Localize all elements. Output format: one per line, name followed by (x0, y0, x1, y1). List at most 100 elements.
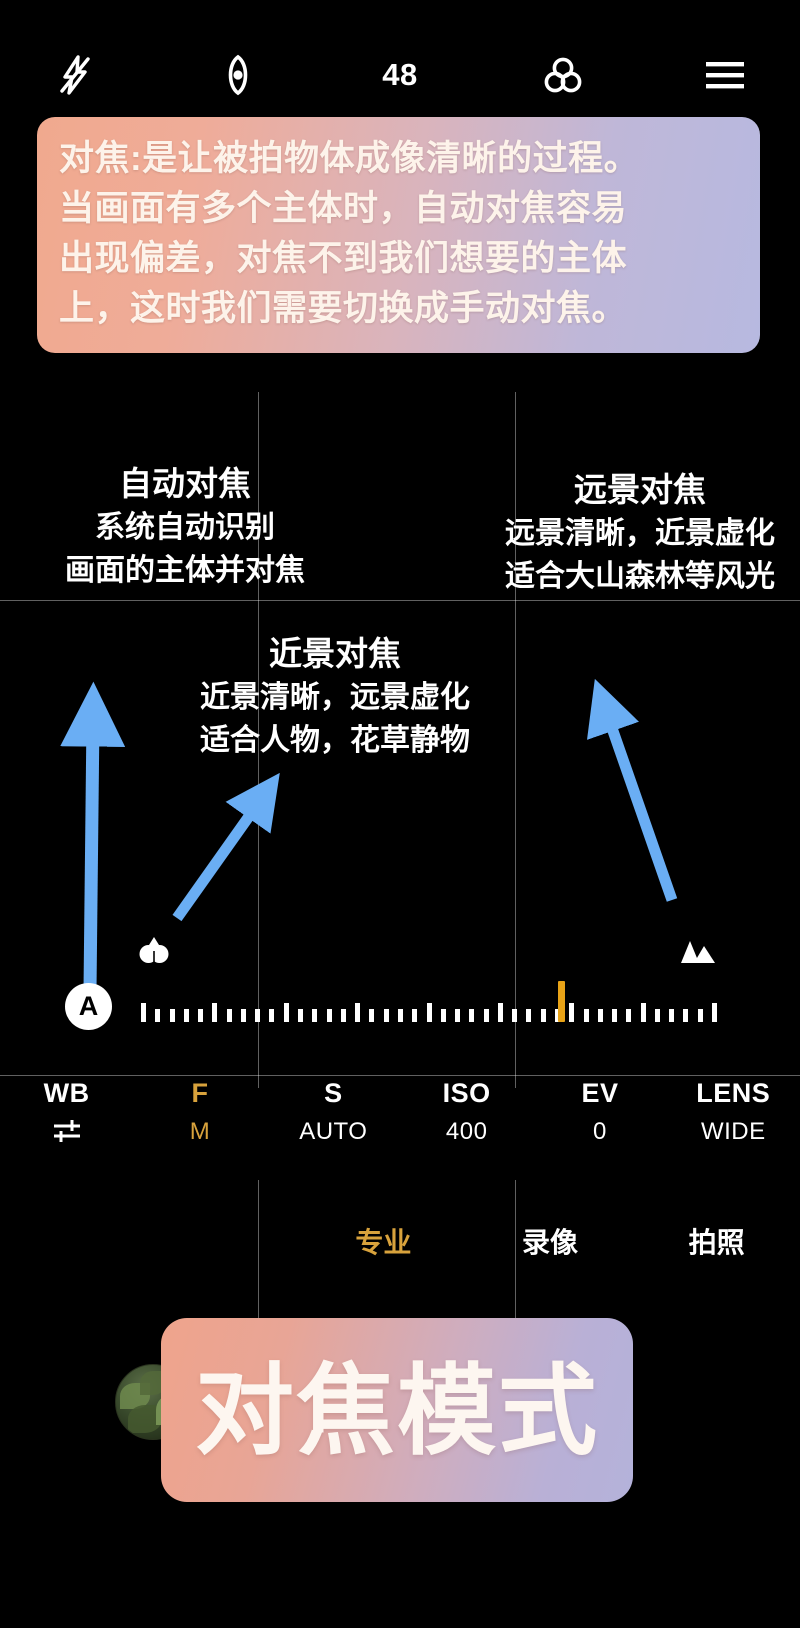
focus-ring-icon (228, 54, 247, 96)
ruler-tick (654, 1009, 660, 1022)
ruler-tick (683, 1009, 689, 1022)
pro-control-iso[interactable]: ISO 400 (400, 1078, 533, 1146)
banner-line-4: 上，这时我们需要切换成手动对焦。 (59, 289, 628, 328)
pro-control-wb[interactable]: WB (0, 1078, 133, 1144)
grid-guide-vertical-right (515, 392, 516, 1088)
ruler-tick (483, 1009, 489, 1022)
mode-tab-pro[interactable]: 专业 (355, 1227, 412, 1258)
tutorial-banner: 对焦:是让被拍物体成像清晰的过程。 当画面有多个主体时，自动对焦容易 出现偏差，… (37, 117, 760, 353)
ruler-tick (712, 1003, 717, 1022)
ruler-tick (198, 1009, 204, 1022)
ruler-tick (626, 1009, 632, 1022)
ruler-tick (269, 1009, 275, 1022)
grid-guide-vertical-left (258, 392, 259, 1088)
arrow-to-landscape-icon (587, 678, 678, 902)
pro-control-lens-value: WIDE (700, 1118, 766, 1145)
grid-guide-horizontal-top (0, 600, 800, 601)
mountain-icon[interactable] (680, 938, 716, 966)
pro-control-focus[interactable]: F M (133, 1078, 266, 1146)
ruler-tick (612, 1009, 618, 1022)
annotation-auto-focus-title: 自动对焦 (119, 465, 251, 502)
resolution-button[interactable]: 48 (365, 44, 435, 106)
annotation-auto-focus: 自动对焦 系统自动识别 画面的主体并对焦 (20, 462, 350, 592)
ruler-tick (497, 1003, 503, 1022)
annotation-near-focus: 近景对焦 近景清晰，远景虚化 适合人物，花草静物 (130, 632, 540, 762)
filter-button[interactable] (528, 44, 598, 106)
ruler-tick (426, 1003, 432, 1022)
grid-guide-vertical-right-lower (515, 1180, 516, 1340)
annotation-auto-focus-line1: 系统自动识别 (95, 511, 275, 544)
ruler-tick (583, 1009, 589, 1022)
pro-control-wb-label: WB (43, 1078, 90, 1108)
pro-control-ev[interactable]: EV 0 (533, 1078, 666, 1146)
annotation-near-focus-title: 近景对焦 (269, 635, 401, 672)
menu-icon (706, 62, 744, 89)
ruler-tick (669, 1009, 675, 1022)
pro-control-lens-label: LENS (696, 1078, 771, 1108)
ruler-tick (155, 1009, 161, 1022)
annotation-near-focus-line2: 适合人物，花草静物 (200, 724, 470, 757)
pro-control-shutter[interactable]: S AUTO (267, 1078, 400, 1146)
ruler-tick (141, 1003, 146, 1022)
ruler-tick (255, 1009, 261, 1022)
ruler-tick (340, 1009, 346, 1022)
ruler-tick (554, 1009, 560, 1022)
ruler-tick (212, 1003, 218, 1022)
flower-icon[interactable] (138, 935, 170, 965)
flash-off-button[interactable] (40, 44, 110, 106)
pro-control-ev-label: EV (581, 1078, 619, 1108)
sliders-icon (53, 1120, 80, 1142)
auto-focus-button-label: A (78, 991, 99, 1021)
ruler-tick (540, 1009, 546, 1022)
focus-distance-ruler[interactable] (141, 981, 717, 1022)
auto-focus-button[interactable]: A (65, 983, 112, 1030)
focus-slider-area[interactable]: A (0, 900, 800, 1060)
banner-line-2: 当画面有多个主体时，自动对焦容易 (59, 189, 628, 228)
flash-off-icon (60, 55, 90, 95)
ruler-tick (369, 1009, 375, 1022)
mode-tab-video[interactable]: 录像 (522, 1227, 579, 1258)
pro-control-focus-label: F (191, 1078, 209, 1108)
ruler-tick (455, 1009, 461, 1022)
focus-mode-button[interactable] (203, 44, 273, 106)
ruler-tick (526, 1009, 532, 1022)
ruler-tick (312, 1009, 318, 1022)
pro-control-shutter-value: AUTO (299, 1118, 368, 1145)
focus-mode-title-card: 对焦模式 (161, 1318, 633, 1502)
annotation-far-focus-line1: 远景清晰，近景虚化 (505, 517, 775, 550)
pro-control-lens[interactable]: LENS WIDE (667, 1078, 800, 1146)
ruler-tick (183, 1009, 189, 1022)
ruler-tick (298, 1009, 304, 1022)
pro-control-ev-value: 0 (593, 1118, 607, 1145)
ruler-tick (640, 1003, 646, 1022)
filter-icon (544, 57, 581, 93)
pro-control-focus-value: M (189, 1118, 211, 1145)
ruler-tick (240, 1009, 246, 1022)
ruler-tick (355, 1003, 361, 1022)
ruler-tick (169, 1009, 175, 1022)
ruler-tick (226, 1009, 232, 1022)
focus-position-marker[interactable] (557, 981, 565, 1022)
pro-controls-row: WB F M S AUTO ISO 400 EV 0 LENS WID (0, 1078, 800, 1164)
ruler-tick (569, 1003, 575, 1022)
banner-line-3: 出现偏差，对焦不到我们想要的主体 (59, 239, 628, 278)
annotation-far-focus: 远景对焦 远景清晰，近景虚化 适合大山森林等风光 (440, 468, 800, 598)
mode-tab-photo[interactable]: 拍照 (688, 1227, 745, 1258)
pro-control-iso-label: ISO (442, 1078, 491, 1108)
pro-control-shutter-label: S (324, 1078, 343, 1108)
ruler-tick (397, 1009, 403, 1022)
menu-button[interactable] (690, 44, 760, 106)
ruler-tick (440, 1009, 446, 1022)
capture-mode-tabs: 专业 录像 拍照 (0, 1218, 800, 1264)
gallery-thumbnail[interactable] (115, 1364, 191, 1440)
pro-control-iso-value: 400 (445, 1118, 488, 1145)
resolution-label: 48 (382, 57, 418, 92)
annotation-near-focus-line1: 近景清晰，远景虚化 (200, 681, 470, 714)
ruler-tick (383, 1009, 389, 1022)
annotation-far-focus-title: 远景对焦 (574, 471, 706, 508)
ruler-tick (283, 1003, 289, 1022)
ruler-tick (469, 1009, 475, 1022)
camera-top-toolbar: 48 (0, 44, 800, 106)
ruler-tick (412, 1009, 418, 1022)
